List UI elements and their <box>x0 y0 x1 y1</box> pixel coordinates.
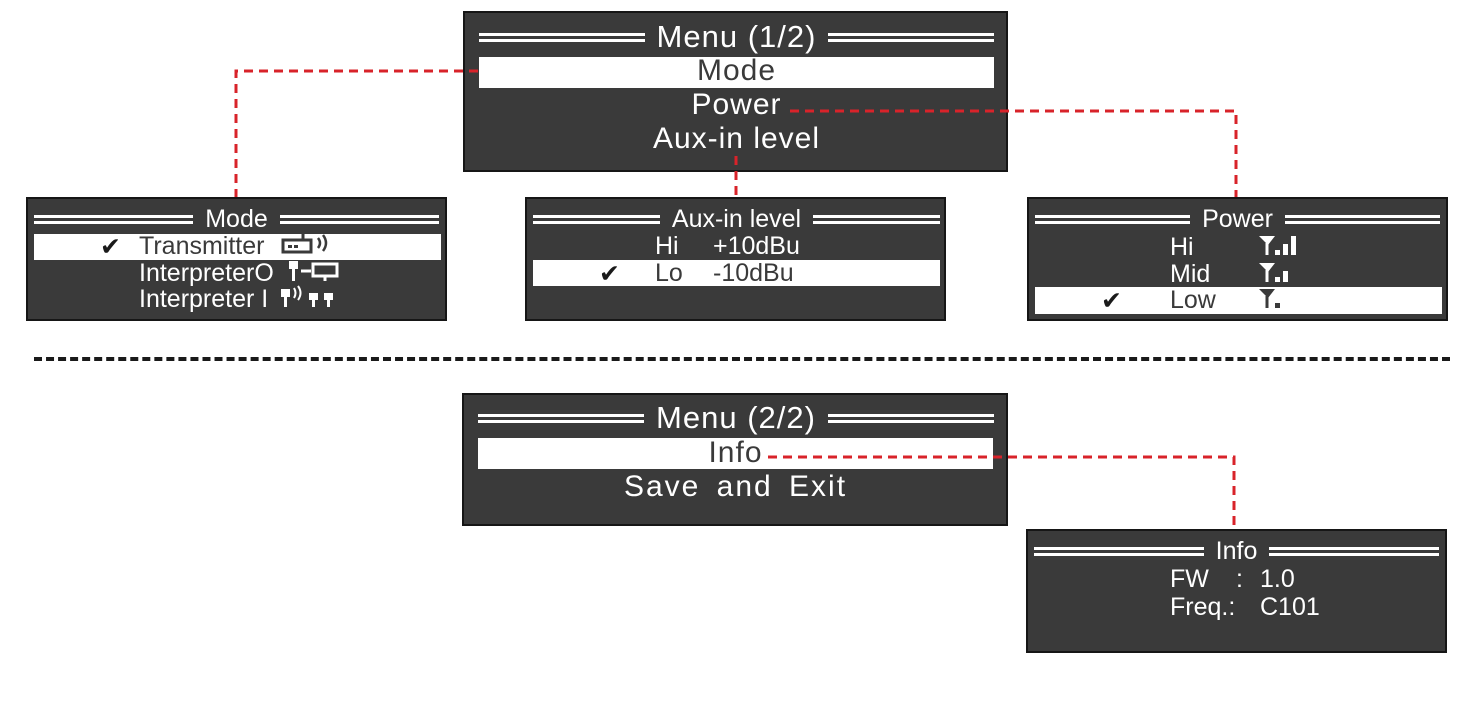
mode-option-label: Transmitter <box>139 232 265 261</box>
title-bars-left <box>1035 214 1191 224</box>
info-value: 1.0 <box>1260 565 1295 593</box>
menu-2-screen: Menu (2/2) Info Save and Exit <box>462 393 1008 526</box>
aux-in-level-screen: Aux-in level Hi +10dBu ✔ Lo -10dBu <box>525 197 946 321</box>
power-title-row: Power <box>1035 204 1440 233</box>
menu-1-title: Menu (1/2) <box>656 19 817 54</box>
power-option-label: Hi <box>1170 233 1194 262</box>
menu-1-screen: Menu (1/2) Mode Power Aux-in level <box>463 11 1008 172</box>
mode-option-transmitter[interactable]: Transmitter <box>139 232 341 263</box>
power-screen: Power Hi Mid ✔ Low <box>1027 197 1448 321</box>
info-screen: Info FW:1.0 Freq.: C101 <box>1026 529 1447 653</box>
aux-option-value: +10dBu <box>713 232 800 260</box>
mode-screen: Mode ✔ Transmitter InterpreterO <box>26 197 447 321</box>
info-title: Info <box>1215 536 1258 565</box>
menu-1-highlight <box>479 57 994 88</box>
info-value: C101 <box>1260 593 1320 621</box>
mode-option-interpreter-out[interactable]: InterpreterO <box>139 259 347 290</box>
menu-item-save-and-exit[interactable]: Save and Exit <box>623 470 848 503</box>
check-icon: ✔ <box>100 233 121 261</box>
info-row-freq: Freq.: C101 <box>1170 593 1320 622</box>
menu-2-title: Menu (2/2) <box>656 400 816 435</box>
mode-option-label: InterpreterO <box>139 259 274 288</box>
info-row-fw: FW:1.0 <box>1170 565 1295 594</box>
info-sep: : <box>1236 565 1243 593</box>
mode-option-label: Interpreter I <box>139 285 269 314</box>
aux-title-row: Aux-in level <box>533 204 941 233</box>
aux-option-hi[interactable]: Hi +10dBu <box>655 232 800 261</box>
menu-item-aux-in-level[interactable]: Aux-in level <box>652 122 821 155</box>
power-option-mid[interactable]: Mid <box>1170 260 1301 291</box>
title-bars-left <box>478 413 645 423</box>
mode-option-interpreter-in[interactable]: Interpreter I <box>139 285 343 316</box>
power-highlight <box>1035 287 1442 314</box>
transmitter-icon <box>281 232 341 263</box>
title-bars-right <box>827 413 994 423</box>
aux-option-lo[interactable]: Lo -10dBu <box>655 259 794 288</box>
menu-2-title-row: Menu (2/2) <box>478 400 994 436</box>
title-bars-left <box>533 214 660 224</box>
menu-item-mode[interactable]: Mode <box>696 54 777 87</box>
interpreter-out-icon <box>285 259 347 290</box>
title-bars-left <box>1034 546 1204 556</box>
mode-highlight <box>34 234 441 260</box>
power-option-label: Low <box>1170 286 1216 315</box>
power-option-low[interactable]: Low <box>1170 286 1301 317</box>
title-bars-right <box>279 214 440 224</box>
aux-title: Aux-in level <box>671 204 802 233</box>
title-bars-left <box>479 32 645 42</box>
interpreter-in-icon <box>279 285 343 316</box>
connector-mode <box>234 69 478 197</box>
power-title: Power <box>1202 204 1273 233</box>
menu-item-info[interactable]: Info <box>708 436 763 469</box>
title-bars-right <box>1269 546 1440 556</box>
title-bars-right <box>828 32 994 42</box>
check-icon: ✔ <box>599 260 620 288</box>
antenna-signal-low-icon <box>1257 286 1301 317</box>
page-separator <box>34 357 1450 361</box>
title-bars-right <box>1284 214 1440 224</box>
aux-option-name: Lo <box>655 259 683 287</box>
aux-option-value: -10dBu <box>713 259 794 287</box>
antenna-signal-mid-icon <box>1257 260 1301 291</box>
check-icon: ✔ <box>1101 287 1122 315</box>
info-label: FW <box>1170 565 1209 593</box>
title-bars-left <box>34 214 194 224</box>
menu-1-title-row: Menu (1/2) <box>479 19 994 55</box>
info-title-row: Info <box>1034 536 1440 565</box>
antenna-signal-high-icon <box>1257 233 1301 264</box>
info-label: Freq.: <box>1170 593 1236 621</box>
aux-highlight <box>533 260 940 286</box>
title-bars-right <box>813 214 941 224</box>
aux-option-name: Hi <box>655 232 679 260</box>
power-option-hi[interactable]: Hi <box>1170 233 1301 264</box>
mode-title: Mode <box>205 204 268 233</box>
mode-title-row: Mode <box>34 204 440 233</box>
power-option-label: Mid <box>1170 260 1211 289</box>
menu-item-power[interactable]: Power <box>691 88 782 121</box>
